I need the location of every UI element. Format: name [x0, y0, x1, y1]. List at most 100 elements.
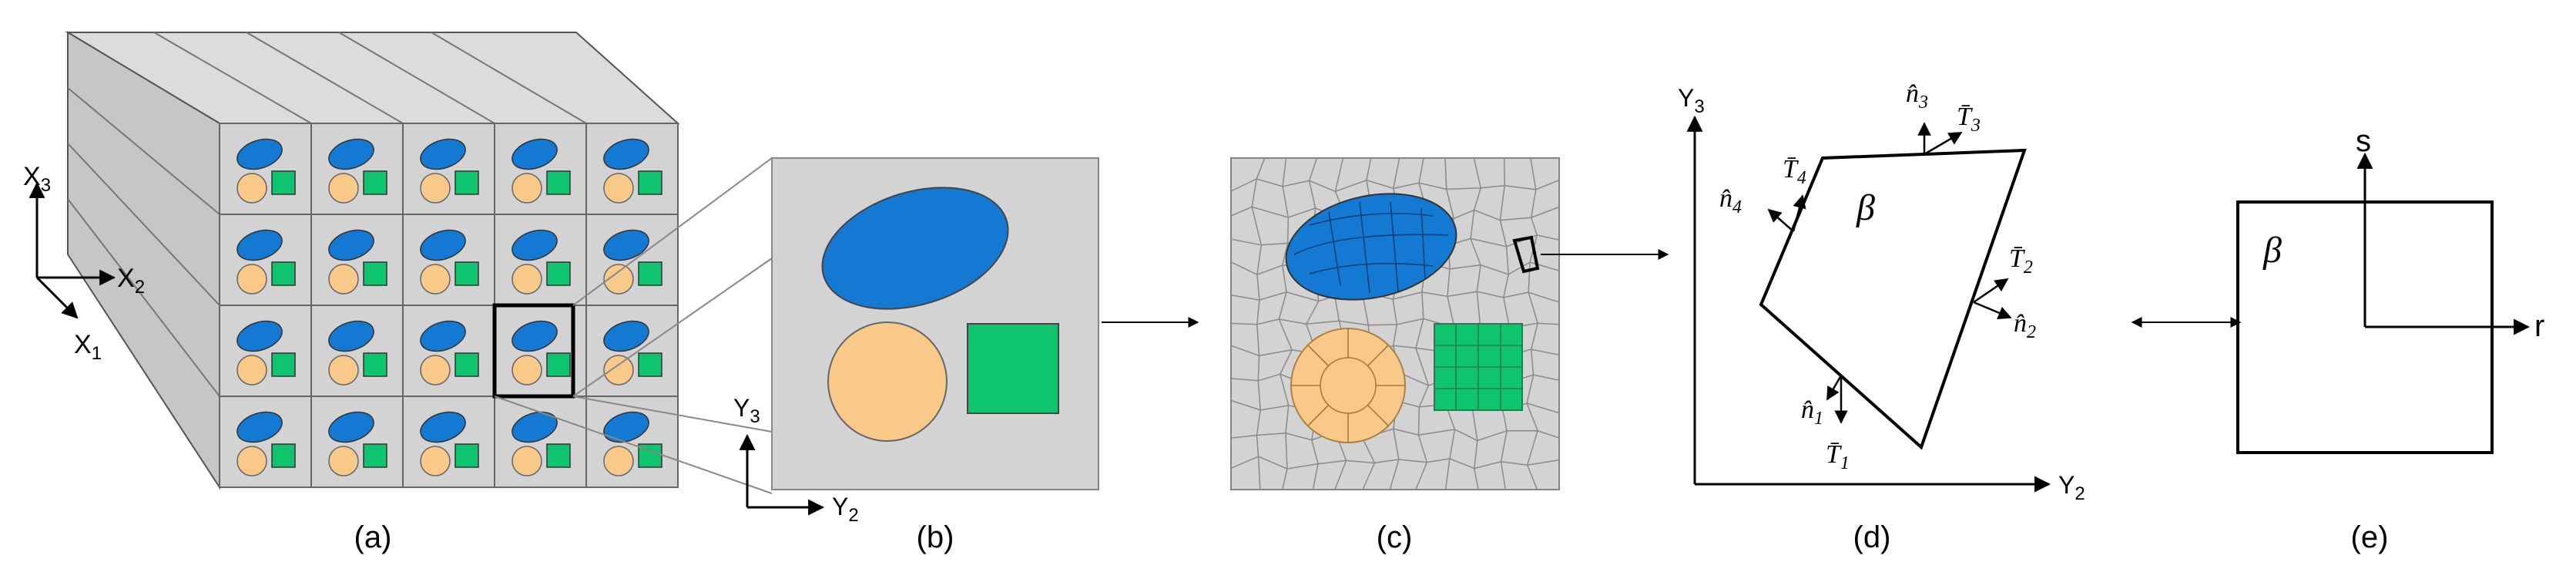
block-top-ridges [67, 32, 587, 397]
green-fiber [454, 352, 479, 377]
orange-fiber [512, 173, 542, 204]
orange-fiber-mesh [1291, 328, 1405, 443]
green-fiber [546, 170, 571, 195]
blue-fiber [420, 138, 466, 170]
orange-fiber [512, 355, 542, 386]
element-label-beta-e: β [2262, 230, 2282, 271]
blue-fiber [420, 229, 466, 261]
axis-label-r: r [2534, 309, 2544, 343]
unit-cell [494, 396, 587, 488]
blue-fiber [420, 320, 466, 352]
orange-fiber [512, 446, 542, 476]
axis-label-y2-b: Y2 [832, 493, 859, 526]
unit-cell [310, 396, 404, 488]
traction-label-4: T̄4 [1783, 155, 1806, 188]
green-fiber [454, 443, 479, 468]
orange-fiber [420, 173, 451, 204]
axis-label-x3: X3 [23, 162, 51, 196]
orange-fiber [328, 264, 359, 295]
selected-element [1512, 235, 1540, 274]
normal-label-3: n̂3 [1906, 79, 1928, 113]
green-fiber [271, 443, 296, 468]
blue-fiber [236, 411, 283, 443]
orange-fiber [236, 446, 267, 476]
green-fiber [638, 170, 662, 195]
normal-label-2: n̂2 [2014, 309, 2036, 342]
orange-fiber [603, 355, 634, 386]
blue-ellipse-fiber [821, 187, 1009, 310]
orange-fiber [236, 264, 267, 295]
zoom-line [572, 157, 773, 306]
unit-cell [494, 214, 587, 306]
blue-fiber [512, 411, 558, 443]
panel-c-meshed-cell [1230, 157, 1560, 490]
panel-b-axes [739, 433, 825, 516]
orange-fiber [328, 173, 359, 204]
panel-e-axes [2356, 152, 2531, 335]
orange-fiber [328, 446, 359, 476]
mesh-line [1278, 157, 1293, 490]
traction-label-2: T̄2 [2009, 244, 2033, 278]
caption-e: (e) [2351, 520, 2389, 554]
green-fiber [271, 352, 296, 377]
green-fiber [271, 261, 296, 286]
mesh-line [1526, 157, 1538, 490]
blue-fiber-mesh [1293, 201, 1449, 294]
blue-fiber [603, 229, 649, 261]
green-fiber [546, 352, 571, 377]
normal-label-4: n̂4 [1719, 184, 1742, 217]
blue-fiber [512, 320, 558, 352]
traction-label-3: T̄3 [1957, 103, 1981, 136]
orange-fiber [328, 355, 359, 386]
blue-fiber [420, 411, 466, 443]
element-label-beta-d: β [1856, 187, 1875, 228]
panel-a-composite-block [65, 31, 773, 494]
unit-cell [585, 214, 679, 306]
unit-cell [402, 396, 495, 488]
axis-label-y3-b: Y3 [733, 394, 760, 427]
blue-fiber [512, 138, 558, 170]
caption-a: (a) [354, 520, 392, 554]
orange-fiber [420, 264, 451, 295]
green-fiber [363, 352, 387, 377]
unit-cell-grid [219, 123, 679, 488]
blue-fiber [603, 138, 649, 170]
green-square-fiber [967, 323, 1059, 414]
unit-cell [585, 305, 679, 397]
axis-label-x1: X1 [74, 330, 102, 364]
caption-d: (d) [1853, 520, 1891, 554]
orange-fiber [420, 355, 451, 386]
axis-label-y3-d: Y3 [1678, 84, 1705, 117]
green-fiber [638, 352, 662, 377]
orange-fiber [512, 264, 542, 295]
normal-label-1: n̂1 [1801, 396, 1823, 429]
axis-label-x2: X2 [117, 264, 145, 298]
blue-fiber [328, 320, 374, 352]
vector-labels: n̂1 T̄1 n̂2 T̄2 n̂3 T̄3 n̂4 T̄4 [1719, 79, 2036, 473]
green-fiber [363, 170, 387, 195]
panel-a-axes [29, 181, 116, 319]
caption-b: (b) [917, 520, 954, 554]
orange-fiber [420, 446, 451, 476]
unit-cell [310, 305, 404, 397]
unit-cell [585, 396, 679, 488]
orange-fiber [603, 173, 634, 204]
green-fiber [638, 261, 662, 286]
green-fiber [363, 443, 387, 468]
traction-normal-vectors [1767, 122, 2012, 424]
selected-unit-cell [492, 303, 575, 399]
orange-fiber [236, 355, 267, 386]
green-fiber [363, 261, 387, 286]
mesh-line [1305, 157, 1320, 490]
axis-label-y2-d: Y2 [2058, 471, 2085, 504]
blue-fiber [603, 320, 649, 352]
axis-label-s: s [2356, 124, 2371, 158]
blue-fiber [328, 229, 374, 261]
zoom-line [572, 396, 773, 433]
orange-circle-fiber [827, 322, 948, 442]
unit-cell [585, 123, 679, 215]
zoom-line [494, 396, 773, 494]
green-fiber [454, 261, 479, 286]
unit-cell [402, 123, 495, 215]
unit-cell [494, 305, 587, 397]
